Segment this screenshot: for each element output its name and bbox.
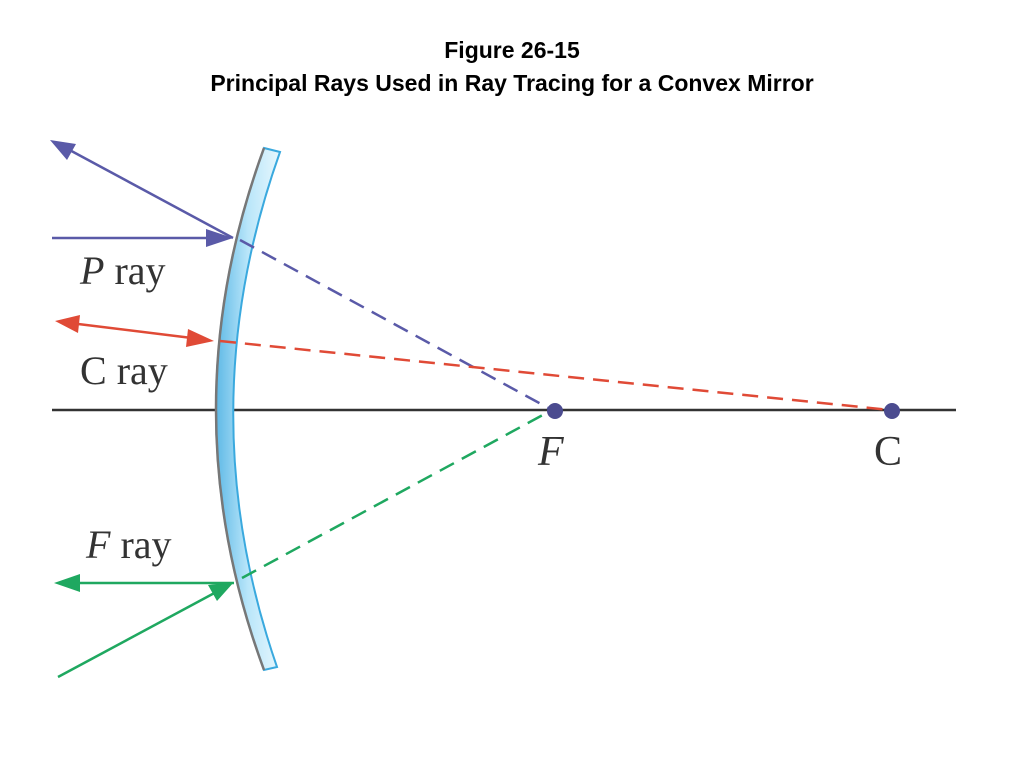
c-ray-label-text: ray xyxy=(107,348,168,393)
c-ray-line xyxy=(69,321,201,341)
p-ray xyxy=(50,140,553,412)
f-ray-label-symbol: F xyxy=(85,522,111,567)
c-ray xyxy=(55,315,891,412)
p-ray-extension xyxy=(239,238,553,412)
p-ray-reflected-arrowhead xyxy=(50,140,76,160)
f-ray-label-text: ray xyxy=(110,522,171,567)
focal-point-label: F xyxy=(537,429,564,475)
f-ray-reflected-arrowhead xyxy=(54,574,80,592)
p-ray-incident-arrowhead xyxy=(206,229,233,247)
c-ray-reflected-arrowhead xyxy=(55,315,80,333)
figure-title: Figure 26-15 Principal Rays Used in Ray … xyxy=(0,34,1024,100)
focal-point-dot xyxy=(547,403,563,419)
p-ray-label: P ray xyxy=(79,248,166,293)
c-ray-label: C ray xyxy=(80,348,168,393)
p-ray-reflected xyxy=(63,145,234,240)
f-ray-label: F ray xyxy=(85,522,172,567)
c-ray-extension xyxy=(219,339,891,412)
p-ray-label-text: ray xyxy=(104,248,165,293)
c-ray-label-symbol: C xyxy=(80,348,107,393)
convex-mirror-back-edge xyxy=(214,147,266,671)
figure-caption: Principal Rays Used in Ray Tracing for a… xyxy=(210,70,814,96)
p-ray-label-symbol: P xyxy=(79,248,104,293)
center-point-label: C xyxy=(874,429,902,475)
figure-number: Figure 26-15 xyxy=(444,37,580,63)
f-ray-extension xyxy=(241,408,553,580)
f-ray xyxy=(54,408,553,679)
c-ray-incident-arrowhead xyxy=(186,329,214,347)
f-ray-incident-arrowhead xyxy=(208,582,234,601)
center-point-dot xyxy=(884,403,900,419)
f-ray-incident xyxy=(57,588,221,679)
